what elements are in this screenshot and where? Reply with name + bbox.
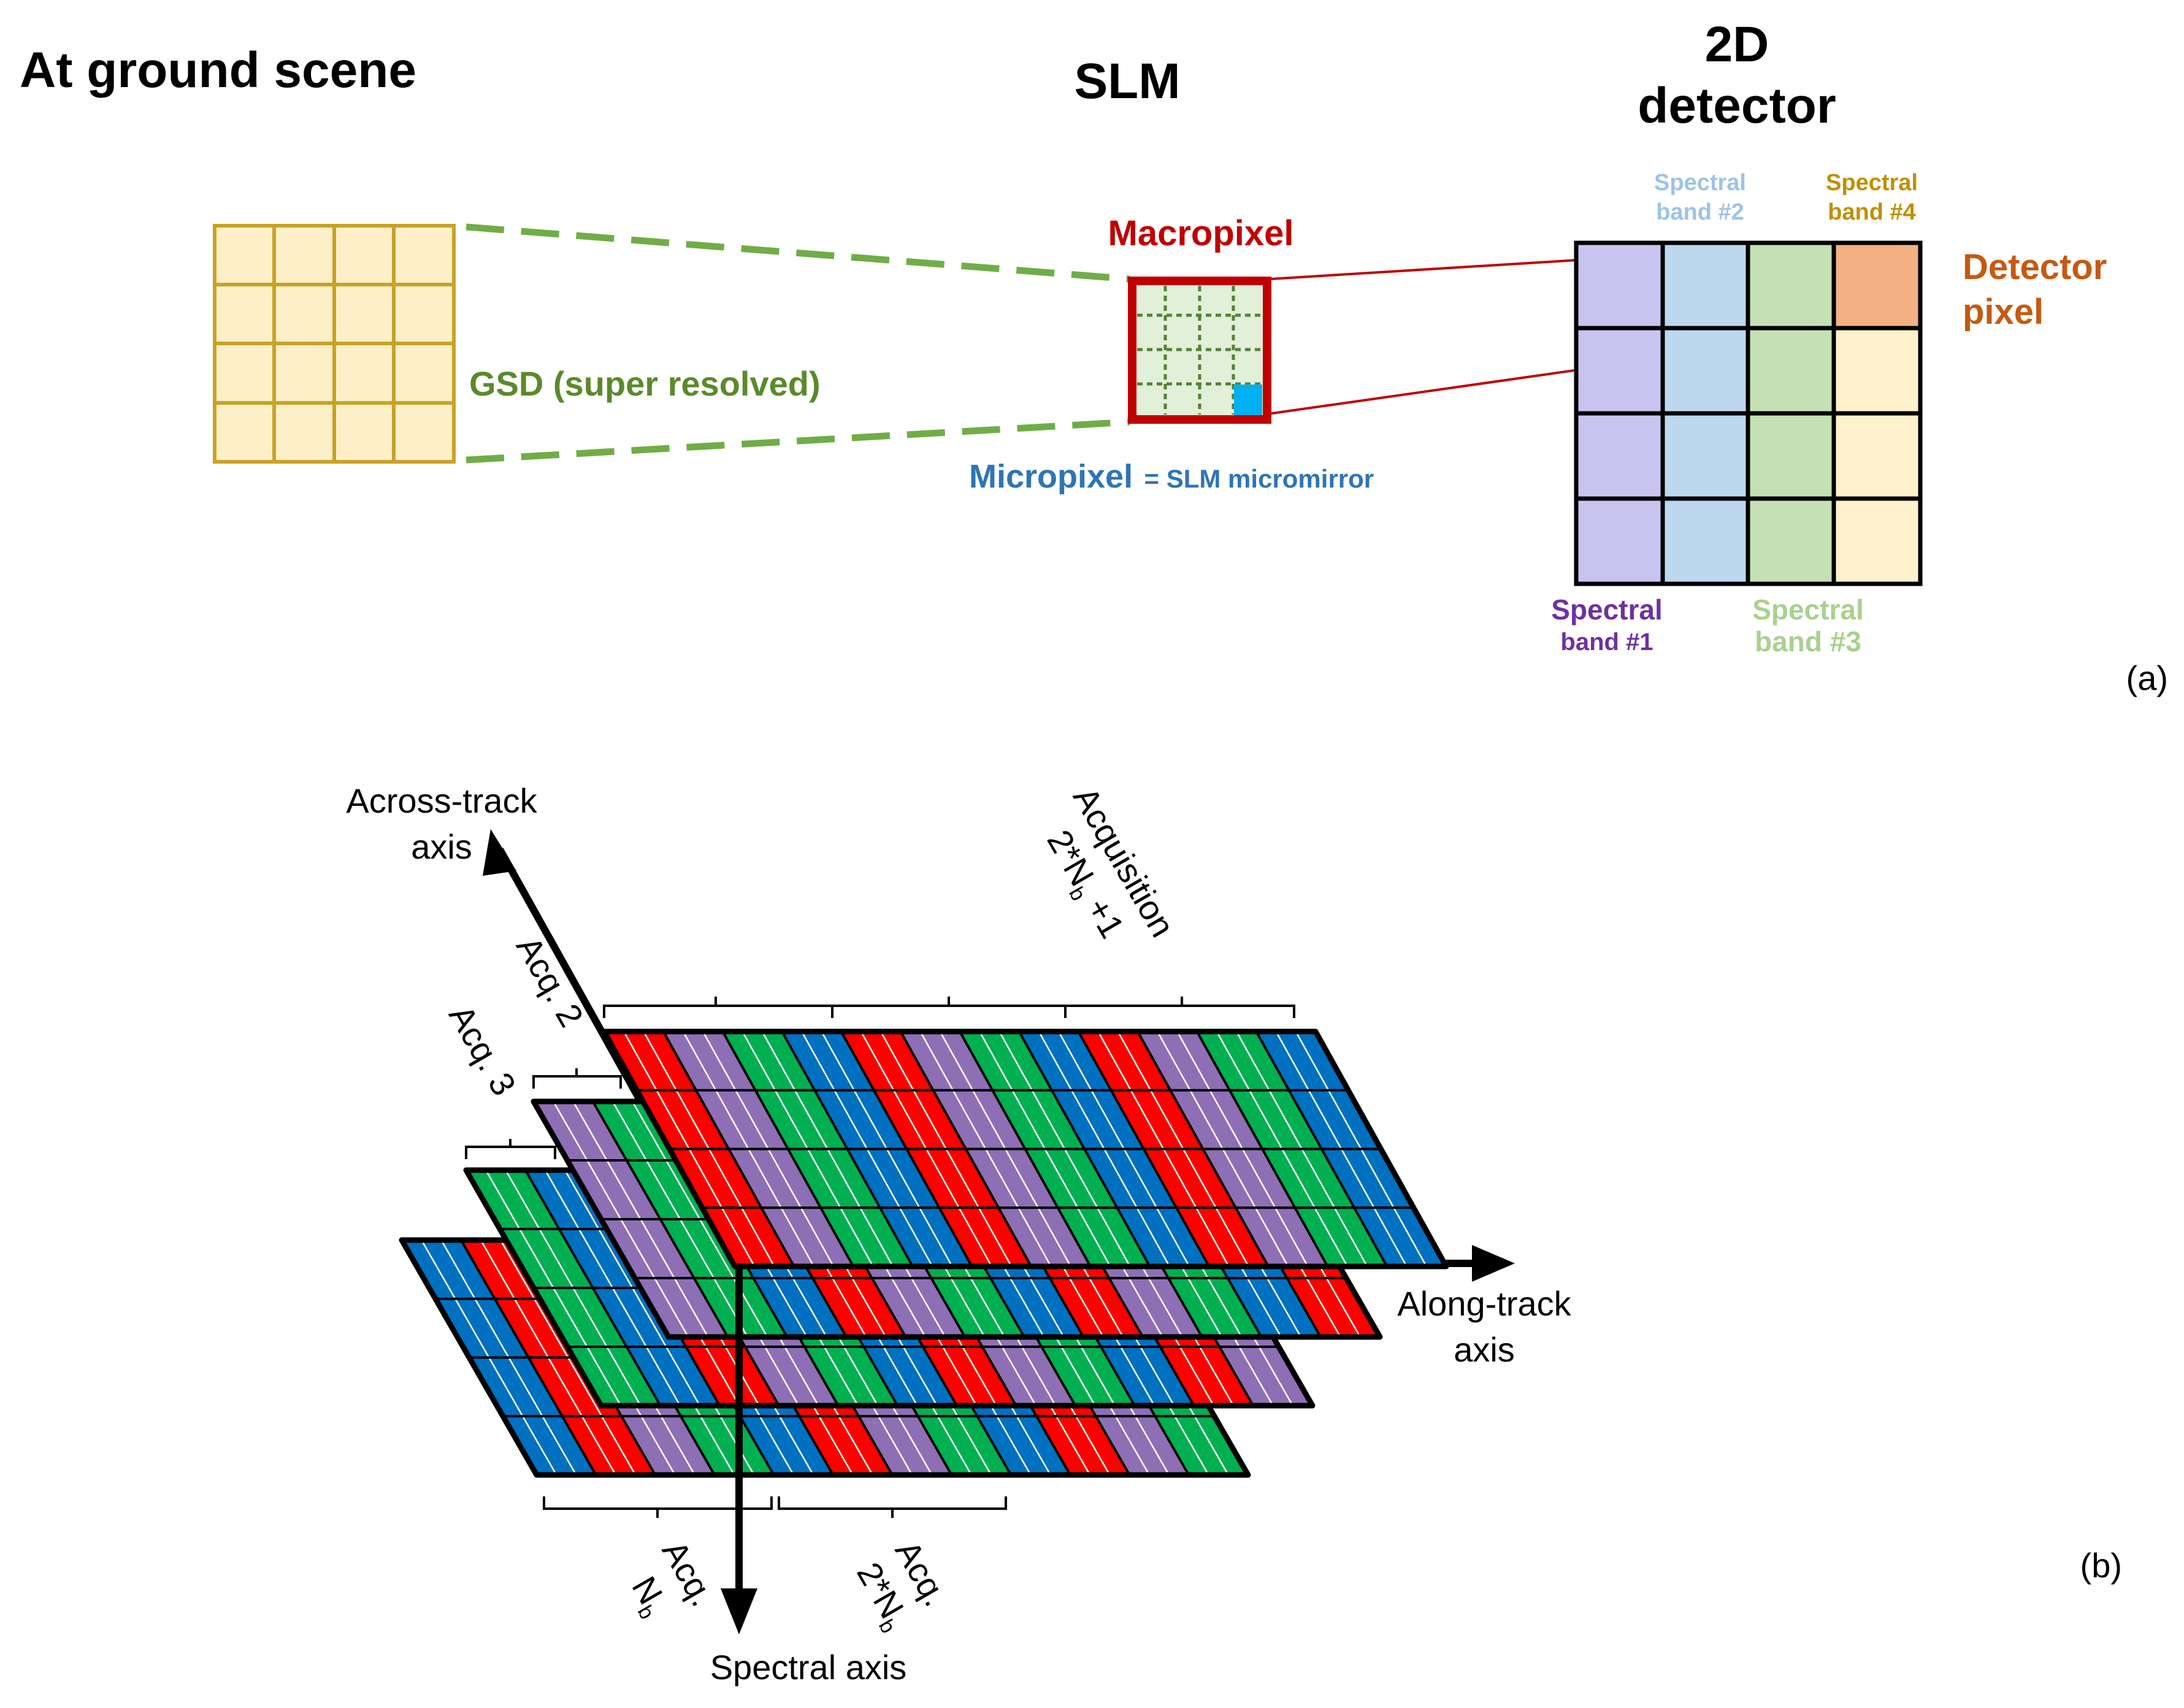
svg-text:Acq.: Acq. bbox=[655, 1534, 723, 1613]
detector-pixel-label-line2: pixel bbox=[1963, 292, 2044, 332]
gsd-label: GSD (super resolved) bbox=[469, 364, 821, 403]
title-detector-line2: detector bbox=[1638, 78, 1836, 134]
title-slm: SLM bbox=[1074, 53, 1180, 109]
along-track-label-line1: Along-track bbox=[1397, 1284, 1571, 1323]
acq2-label: Acq. 2 bbox=[509, 930, 591, 1033]
detector-grid bbox=[1574, 240, 1923, 586]
band1-label-line1: Spectral bbox=[1551, 594, 1663, 626]
acq-2nb-label: Acq. 2*Nb bbox=[849, 1534, 956, 1637]
layer-outline bbox=[601, 1028, 1449, 1270]
panel-a-tag: (a) bbox=[2126, 659, 2168, 697]
detector-pixel-highlight bbox=[1834, 243, 1920, 328]
across-track-label-line1: Across-track bbox=[346, 781, 537, 820]
band3-label-line1: Spectral bbox=[1752, 594, 1864, 626]
macropixel-label: Macropixel bbox=[1108, 213, 1294, 253]
acq-last-label: Acquisition 2*Nb +1 bbox=[1040, 780, 1182, 944]
acq-nb-label: Acq. Nb bbox=[620, 1534, 723, 1623]
panel-a: At ground scene SLM 2D detector GSD (sup… bbox=[20, 17, 2168, 697]
across-track-arrowhead bbox=[483, 829, 516, 876]
panel-b: Across-track axis Along-track axis Spect… bbox=[346, 780, 2122, 1687]
bracket-bottom-2nb bbox=[778, 1496, 1007, 1518]
acquisition-layer bbox=[601, 1028, 1449, 1270]
along-track-label-line2: axis bbox=[1454, 1330, 1515, 1369]
micropixel-label: Micropixel = SLM micromirror bbox=[969, 458, 1374, 495]
band3-label-line2: band #3 bbox=[1755, 626, 1861, 657]
band4-label-line1: Spectral bbox=[1826, 170, 1918, 196]
spectral-axis-label: Spectral axis bbox=[710, 1648, 907, 1687]
title-ground-scene: At ground scene bbox=[20, 42, 416, 98]
band1-label-line2: band #1 bbox=[1560, 629, 1653, 656]
across-track-label-line2: axis bbox=[411, 827, 472, 866]
title-detector-line1: 2D bbox=[1705, 17, 1769, 72]
along-track-arrowhead bbox=[1472, 1245, 1515, 1282]
band2-label-line1: Spectral bbox=[1654, 170, 1746, 196]
band4-label-line2: band #4 bbox=[1828, 199, 1916, 225]
detector-pixel-label-line1: Detector bbox=[1963, 247, 2107, 287]
bracket-bottom-nb bbox=[543, 1496, 773, 1518]
svg-text:Nb: Nb bbox=[620, 1570, 676, 1623]
spectral-axis-arrowhead bbox=[721, 1588, 757, 1634]
bracket-acq3 bbox=[465, 1139, 556, 1159]
ground-scene-grid bbox=[213, 224, 456, 464]
panel-b-tag: (b) bbox=[2080, 1546, 2122, 1585]
band2-label-line2: band #2 bbox=[1656, 199, 1744, 225]
projection-line-bottom bbox=[466, 418, 1130, 464]
projection-line-top bbox=[466, 223, 1130, 283]
slm-macropixel bbox=[1128, 277, 1271, 424]
acq3-label: Acq. 3 bbox=[442, 998, 524, 1102]
bracket-top bbox=[603, 997, 1295, 1018]
micropixel-square bbox=[1234, 385, 1262, 415]
acquisition-layers bbox=[399, 1028, 1449, 1478]
bracket-acq2 bbox=[532, 1068, 622, 1089]
